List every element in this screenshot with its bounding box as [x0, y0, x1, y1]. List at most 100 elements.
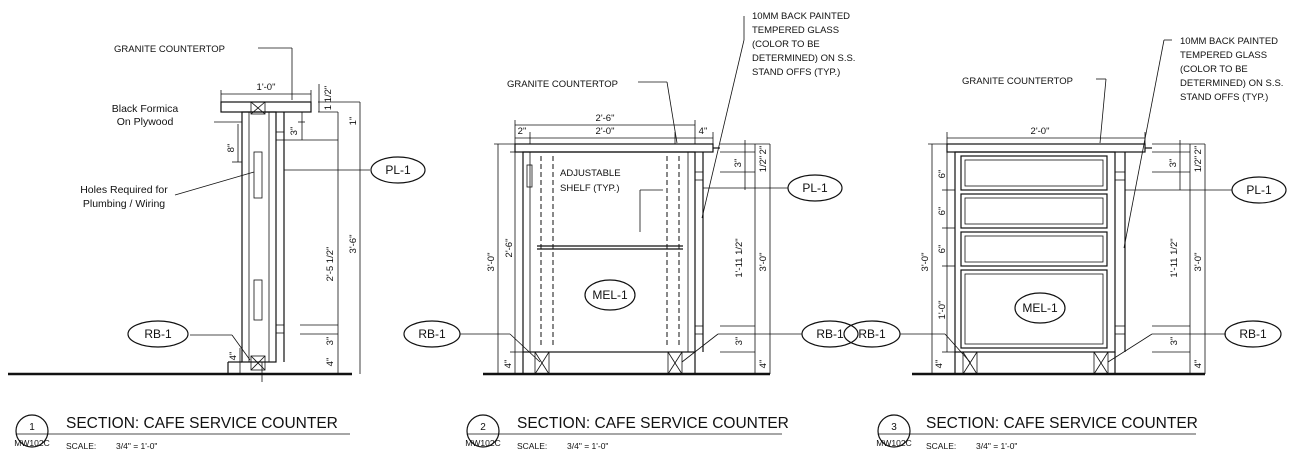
- section-2-dim-left-total: 3'-0": [486, 253, 497, 272]
- section-1-panel-body: [241, 111, 277, 363]
- section-2-glass-note-line3: (COLOR TO BE: [752, 39, 820, 50]
- section-2-tag-rb-right: RB-1: [801, 320, 859, 348]
- section-3-dim-drawer-3: 6": [937, 245, 948, 254]
- section-2-title: SECTION: CAFE SERVICE COUNTER: [517, 415, 789, 432]
- section-1-tag-rb: RB-1: [127, 320, 189, 348]
- section-3-glass-note-line1: 10MM BACK PAINTED: [1180, 36, 1278, 47]
- section-2-tag-rb-left-label: RB-1: [418, 327, 446, 341]
- section-3-dim-right-total: 3'-0": [1193, 253, 1204, 272]
- section-2-glass-note-line5: STAND OFFS (TYP.): [752, 67, 840, 78]
- section-1-title: SECTION: CAFE SERVICE COUNTER: [66, 415, 338, 432]
- section-2-dim-inner: 2'-0": [596, 126, 615, 137]
- section-3-dim-4-right: 4": [1193, 360, 1204, 369]
- section-2-shelf-note-line2: SHELF (TYP.): [560, 183, 619, 194]
- section-2-glass-note-line1: 10MM BACK PAINTED: [752, 11, 850, 22]
- section-1-number: 1: [29, 422, 35, 433]
- section-2-scale-label: SCALE:: [517, 441, 547, 451]
- section-3-countertop-note: GRANITE COUNTERTOP: [962, 76, 1073, 87]
- section-3-countertop: [946, 143, 1146, 153]
- section-3-cabinet-body: [954, 151, 1116, 353]
- section-1-holes-note-line1: Holes Required for: [80, 184, 168, 196]
- section-2-tag-mel: MEL-1: [584, 279, 636, 311]
- section-3-title: SECTION: CAFE SERVICE COUNTER: [926, 415, 1198, 432]
- section-1-dim-height-inner: 2'-5 1/2": [325, 247, 336, 282]
- section-1-dim-4-left: 4": [228, 352, 239, 361]
- section-1-dim-top-thick: 1 1/2": [323, 86, 334, 111]
- section-3-tag-pl-label: PL-1: [1246, 183, 1272, 197]
- section-1-tag-pl: PL-1: [370, 156, 426, 184]
- section-3-dim-3-bottom: 3": [1169, 337, 1180, 346]
- section-3-sheet-ref: MW102C: [876, 438, 911, 448]
- section-3-drawer-3: [960, 231, 1108, 267]
- section-3-tag-rb-right-label: RB-1: [1239, 327, 1267, 341]
- section-3-dim-drawer-1: 6": [937, 170, 948, 179]
- section-3-tag-mel: MEL-1: [1014, 292, 1066, 324]
- section-2-tag-mel-label: MEL-1: [592, 288, 628, 302]
- section-3-title-block: 3 MW102C SECTION: CAFE SERVICE COUNTER S…: [876, 414, 1198, 451]
- section-2-glass-note-line4: DETERMINED) ON S.S.: [752, 53, 855, 64]
- section-1-scale-value: 3/4" = 1'-0": [116, 441, 157, 451]
- section-1-drawing: [8, 47, 370, 382]
- section-3-drawer-1: [960, 155, 1108, 191]
- section-3-number: 3: [891, 422, 897, 433]
- section-2-dim-right-total: 3'-0": [758, 253, 769, 272]
- section-3-scale-label: SCALE:: [926, 441, 956, 451]
- section-1-hole-lower: [253, 279, 263, 321]
- section-3-tag-rb-right: RB-1: [1224, 320, 1282, 348]
- section-2-dim-3-bottom: 3": [734, 337, 745, 346]
- section-2-tag-rb-left: RB-1: [403, 320, 461, 348]
- section-3-drawing: [900, 39, 1232, 376]
- section-3-drawer-4: [960, 269, 1108, 349]
- section-2-tag-pl: PL-1: [787, 174, 843, 202]
- section-1-dim-3-bottom: 3": [325, 337, 336, 346]
- section-3-glass-note-line3: (COLOR TO BE: [1180, 64, 1248, 75]
- section-3-dim-right-mid: 1'-11 1/2": [1169, 238, 1180, 277]
- section-3-tag-rb-left-label: RB-1: [858, 327, 886, 341]
- section-1-holes-note-line2: Plumbing / Wiring: [83, 198, 165, 210]
- section-2-dim-3-top: 3": [733, 159, 744, 168]
- section-2-dim-4-right: 4": [758, 360, 769, 369]
- section-2-dim-overall: 2'-6": [596, 113, 615, 124]
- section-2-scale-value: 3/4" = 1'-0": [567, 441, 608, 451]
- section-2-countertop-note: GRANITE COUNTERTOP: [507, 79, 618, 90]
- section-2-dim-4-top: 4": [699, 126, 708, 137]
- section-2-number: 2: [480, 422, 486, 433]
- section-1-dim-1: 1": [348, 117, 359, 126]
- section-3-dim-3-top: 3": [1168, 159, 1179, 168]
- section-2-glass-note-line2: TEMPERED GLASS: [752, 25, 839, 36]
- section-3-tag-pl: PL-1: [1231, 176, 1287, 204]
- section-3-tag-rb-left: RB-1: [843, 320, 901, 348]
- section-1-hole-upper: [253, 151, 263, 199]
- section-2-sheet-ref: MW102C: [465, 438, 500, 448]
- section-1-tag-pl-label: PL-1: [385, 163, 411, 177]
- section-3-dim-half: 1/2": [1193, 156, 1204, 173]
- section-3-dim-2-right: 2": [1193, 146, 1204, 155]
- section-2-shelf-note-line1: ADJUSTABLE: [560, 168, 621, 179]
- section-1-dim-height-total: 3'-6": [348, 235, 359, 254]
- section-1-dim-top-width: 1'-0": [257, 82, 276, 93]
- section-3-dim-drawer-4: 1'-0": [937, 301, 948, 320]
- section-3-scale-value: 3/4" = 1'-0": [976, 441, 1017, 451]
- section-1-scale-label: SCALE:: [66, 441, 96, 451]
- section-1-title-block: 1 MW102C SECTION: CAFE SERVICE COUNTER S…: [14, 414, 350, 451]
- section-3-dim-drawer-2: 6": [937, 207, 948, 216]
- section-3-drawer-2: [960, 193, 1108, 229]
- section-3-dim-4-left: 4": [934, 360, 945, 369]
- section-2-cabinet-body: [522, 151, 696, 353]
- section-3-tag-mel-label: MEL-1: [1022, 301, 1058, 315]
- section-2-dim-2-right: 2": [758, 146, 769, 155]
- section-3-glass-note-line2: TEMPERED GLASS: [1180, 50, 1267, 61]
- section-1-formica-note-line2: On Plywood: [117, 116, 174, 128]
- section-1-tag-rb-label: RB-1: [144, 327, 172, 341]
- section-3-glass-note-line5: STAND OFFS (TYP.): [1180, 92, 1268, 103]
- section-3-glass-note-line4: DETERMINED) ON S.S.: [1180, 78, 1283, 89]
- section-1-dim-8: 8": [226, 144, 237, 153]
- section-3-dim-left-total: 3'-0": [920, 253, 931, 272]
- section-2-dim-right-mid: 1'-11 1/2": [734, 238, 745, 277]
- section-2-dim-2: 2": [518, 126, 527, 137]
- section-1-dim-4-right: 4": [325, 358, 336, 367]
- section-1-dim-3-top: 3": [289, 127, 300, 136]
- section-2-dim-left-inner: 2'-6": [504, 239, 515, 258]
- section-2-dim-half: 1/2": [758, 156, 769, 173]
